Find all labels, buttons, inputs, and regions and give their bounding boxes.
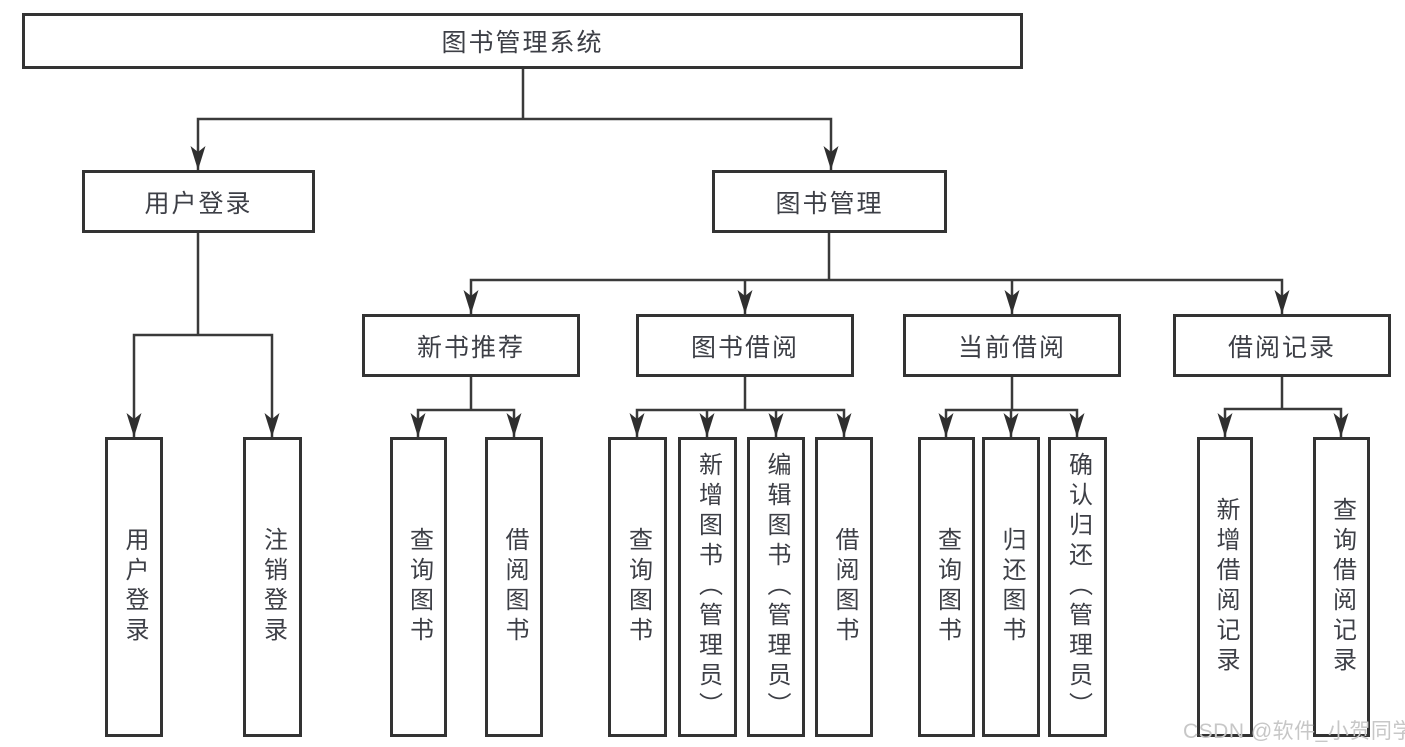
leaf-add-borrow-record-label: 新增借阅记录 — [1212, 497, 1239, 677]
arrow-icon — [1004, 290, 1020, 314]
leaf-query-borrow-record: 查询借阅记录 — [1313, 437, 1370, 737]
node-user-login-label: 用户登录 — [144, 189, 253, 218]
arrow-icon — [1333, 413, 1349, 437]
node-root-label: 图书管理系统 — [441, 29, 604, 57]
arrow-icon — [938, 413, 954, 437]
leaf-query-books-current-label: 查询图书 — [933, 527, 961, 647]
node-root: 图书管理系统 — [22, 13, 1023, 69]
leaf-add-book-admin: 新增图书（管理员） — [678, 437, 737, 737]
arrow-icon — [190, 146, 206, 170]
arrow-icon — [737, 290, 753, 314]
connector-book-management-children — [469, 233, 1284, 314]
arrow-icon — [463, 290, 479, 314]
leaf-query-books-recommend: 查询图书 — [390, 437, 447, 737]
arrow-icon — [1217, 413, 1233, 437]
leaf-confirm-return-admin-label: 确认归还（管理员） — [1064, 452, 1092, 722]
node-book-borrowing: 图书借阅 — [636, 314, 854, 377]
arrow-icon — [410, 413, 426, 437]
connector-user-login-children — [132, 233, 274, 437]
leaf-query-borrow-record-label: 查询借阅记录 — [1328, 497, 1356, 677]
leaf-borrow-books-recommend-label: 借阅图书 — [501, 527, 528, 647]
arrow-icon — [506, 413, 522, 437]
arrow-icon — [264, 413, 280, 437]
node-user-login: 用户登录 — [82, 170, 315, 233]
leaf-edit-book-admin: 编辑图书（管理员） — [747, 437, 805, 737]
leaf-add-borrow-record: 新增借阅记录 — [1197, 437, 1253, 737]
arrow-icon — [629, 413, 645, 437]
leaf-user-login-label: 用户登录 — [121, 527, 148, 647]
connector-new-book-children — [416, 377, 516, 437]
node-new-book-recommendation: 新书推荐 — [362, 314, 580, 377]
node-borrowing-records-label: 借阅记录 — [1227, 333, 1336, 362]
node-borrowing-records: 借阅记录 — [1173, 314, 1391, 377]
connector-borrow-record-children — [1223, 377, 1343, 437]
leaf-edit-book-admin-label: 编辑图书（管理员） — [763, 452, 790, 722]
arrowheads — [126, 146, 1349, 437]
leaf-query-books-recommend-label: 查询图书 — [405, 527, 433, 647]
node-new-book-recommendation-label: 新书推荐 — [416, 333, 525, 362]
arrow-icon — [1003, 413, 1019, 437]
leaf-return-books-label: 归还图书 — [998, 527, 1025, 647]
leaf-logout-label: 注销登录 — [259, 527, 287, 647]
leaf-return-books: 归还图书 — [982, 437, 1040, 737]
leaf-borrow-books-label: 借阅图书 — [831, 527, 858, 647]
arrow-icon — [836, 413, 852, 437]
arrow-icon — [1274, 290, 1290, 314]
arrow-icon — [823, 146, 839, 170]
arrow-icon — [768, 413, 784, 437]
leaf-query-books-borrow-label: 查询图书 — [624, 527, 652, 647]
leaf-borrow-books: 借阅图书 — [815, 437, 873, 737]
connector-book-borrow-children — [635, 377, 846, 437]
leaf-query-books-current: 查询图书 — [918, 437, 975, 737]
node-book-borrowing-label: 图书借阅 — [690, 333, 799, 362]
csdn-watermark: CSDN @软件_小贺同学 — [1183, 720, 1405, 743]
node-current-borrowing-label: 当前借阅 — [957, 333, 1066, 362]
leaf-borrow-books-recommend: 借阅图书 — [485, 437, 543, 737]
connector-root-to-level2 — [196, 69, 833, 170]
leaf-confirm-return-admin: 确认归还（管理员） — [1048, 437, 1107, 737]
node-book-management: 图书管理 — [712, 170, 947, 233]
leaf-query-books-borrow: 查询图书 — [608, 437, 667, 737]
leaf-user-login: 用户登录 — [105, 437, 163, 737]
leaf-add-book-admin-label: 新增图书（管理员） — [694, 452, 722, 722]
arrow-icon — [699, 413, 715, 437]
node-current-borrowing: 当前借阅 — [903, 314, 1121, 377]
node-book-management-label: 图书管理 — [775, 189, 884, 218]
arrow-icon — [1069, 413, 1085, 437]
leaf-logout: 注销登录 — [243, 437, 302, 737]
arrow-icon — [126, 413, 142, 437]
